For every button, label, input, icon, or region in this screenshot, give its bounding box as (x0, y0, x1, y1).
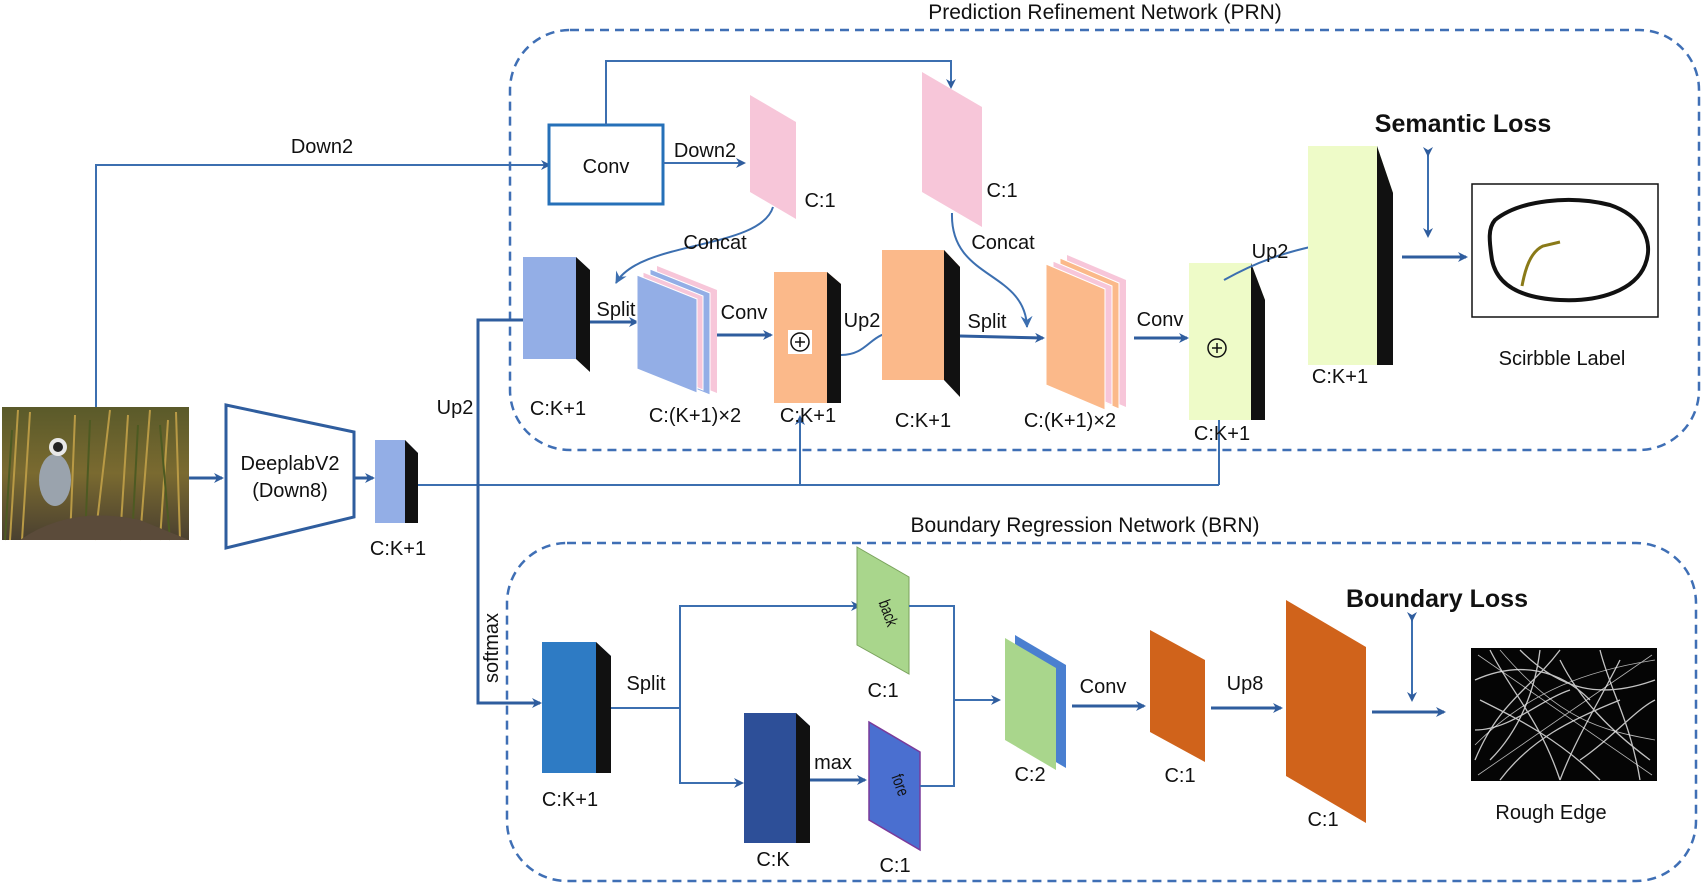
brn-orange-small-label: C:1 (1164, 765, 1195, 787)
prn-title: Prediction Refinement Network (PRN) (928, 1, 1282, 24)
pink-sheet-1-label: C:1 (804, 190, 835, 212)
prn-orange-block-2-label: C:K+1 (895, 410, 951, 432)
scribble-label-image (1471, 183, 1659, 318)
deeplabv2-name: DeeplabV2 (241, 453, 340, 475)
pink-sheet-2-label: C:1 (986, 180, 1017, 202)
split-a-label: Split (597, 299, 636, 321)
up2-path-label: Up2 (437, 397, 474, 419)
prn-conv-box-label: Conv (583, 156, 630, 178)
deeplabv2-downsample: (Down8) (252, 480, 328, 502)
pink-sheet-1 (750, 95, 796, 219)
up2-a-label: Up2 (844, 310, 881, 332)
prn-yellow-block-1-label: C:K+1 (1194, 423, 1250, 445)
rough-edge-image (1471, 648, 1657, 781)
concat-b-arrow (950, 212, 1033, 328)
brn-orange-big-label: C:1 (1307, 809, 1338, 831)
brn-split-label: Split (627, 673, 666, 695)
prn-split-stack-1-label: C:(K+1)×2 (649, 405, 741, 427)
add-symbol-1 (788, 330, 812, 354)
boundary-loss-title: Boundary Loss (1346, 585, 1528, 613)
back-sheet: back (856, 546, 910, 675)
prn-split-stack-2-label: C:(K+1)×2 (1024, 410, 1116, 432)
max-label: max (814, 752, 852, 774)
fore-sheet: fore (868, 720, 921, 852)
brn-orange-big (1286, 600, 1366, 823)
brn-ck-block (744, 713, 810, 843)
brn-ck-block-label: C:K (756, 849, 790, 871)
concat-b-label: Concat (971, 232, 1035, 254)
back-fore-merge-line (909, 605, 955, 787)
add-symbol-2 (1207, 338, 1227, 358)
prn-yellow-block-2 (1308, 146, 1393, 365)
concat-a-arrow (615, 206, 774, 284)
backbone-output-label: C:K+1 (370, 538, 426, 560)
down2-skip-arrow (95, 160, 551, 407)
backbone-output-block (375, 440, 418, 523)
deeplabv2-encoder (224, 403, 356, 550)
prn-yellow-block-1 (1189, 263, 1265, 420)
fore-sheet-label: C:1 (879, 855, 910, 877)
softmax-label: softmax (481, 613, 503, 683)
brn-conv-label: Conv (1080, 676, 1127, 698)
up2-path-arrow (476, 315, 542, 485)
split-b-label: Split (968, 311, 1007, 333)
brn-pair-stack-label: C:2 (1014, 764, 1045, 786)
softmax-path-arrow (476, 485, 542, 708)
split-to-back-arrow (679, 601, 861, 708)
down2-skip-label: Down2 (291, 136, 353, 158)
brn-pair-stack (1005, 635, 1066, 770)
up8-label: Up8 (1227, 673, 1264, 695)
input-image (2, 407, 189, 541)
brn-title: Boundary Regression Network (BRN) (911, 514, 1260, 537)
conv-down2-label: Down2 (674, 140, 736, 162)
brn-orange-small (1150, 630, 1205, 762)
split-to-ck-arrow (679, 708, 744, 788)
split-b-arrow (959, 332, 1045, 343)
conv-b-label: Conv (1137, 309, 1184, 331)
prn-orange-block-2 (882, 250, 960, 397)
prn-orange-block-1-label: C:K+1 (780, 405, 836, 427)
prn-split-stack-1 (636, 266, 717, 396)
brn-blue-block-label: C:K+1 (542, 789, 598, 811)
scribble-label-caption: Scirbble Label (1499, 348, 1626, 370)
brn-group-box (505, 541, 1698, 883)
rough-edge-caption: Rough Edge (1495, 802, 1606, 824)
prn-group-box (508, 28, 1701, 452)
prn-yellow-block-2-label: C:K+1 (1312, 366, 1368, 388)
concat-a-label: Concat (683, 232, 747, 254)
prn-split-stack-2 (1045, 255, 1126, 411)
semantic-loss-title: Semantic Loss (1375, 110, 1551, 138)
up2-b-label: Up2 (1252, 241, 1289, 263)
back-sheet-label: C:1 (867, 680, 898, 702)
conv-a-label: Conv (721, 302, 768, 324)
pink-sheet-2 (922, 72, 982, 227)
prn-blue-block-label: C:K+1 (530, 398, 586, 420)
prn-blue-block (523, 257, 590, 372)
conv-skip-arrow (605, 60, 956, 125)
brn-blue-block (542, 642, 611, 773)
